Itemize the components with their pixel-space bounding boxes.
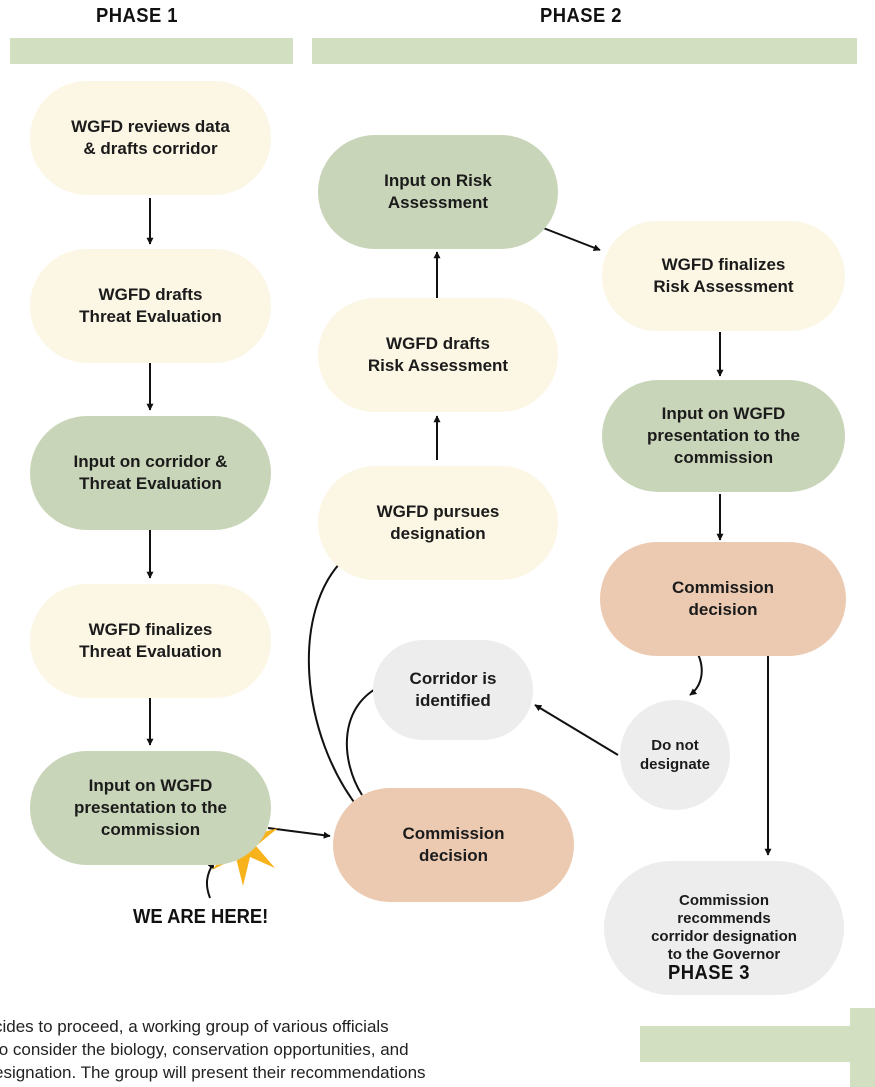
node-line: decision: [688, 600, 758, 619]
arrow-decision-to-pursues: [307, 557, 361, 811]
node-line: & drafts corridor: [83, 139, 218, 158]
node-wgfd-pursues-designation: WGFD pursues designation: [318, 466, 558, 580]
phase-3-title: PHASE 3: [668, 962, 750, 984]
paragraph-line: cides to proceed, a working group of var…: [0, 1017, 389, 1036]
node-line: WGFD finalizes: [661, 254, 786, 274]
node-line: WGFD drafts: [386, 333, 490, 353]
phase-2-bar: [312, 38, 857, 64]
node-line: Commission: [678, 892, 769, 909]
node-line: Input on Risk: [384, 170, 492, 190]
node-line: commission: [100, 820, 201, 840]
paragraph-line: esignation. The group will present their…: [0, 1063, 426, 1082]
node-line: Input on WGFD: [88, 775, 213, 795]
node-line: presentation to the: [73, 797, 227, 817]
arrow-do-not-designate-to-identified: [534, 704, 619, 756]
node-line: WGFD pursues: [376, 501, 500, 521]
node-line: presentation to the: [646, 425, 800, 445]
node-line: to the Governor: [667, 946, 781, 963]
node-line: decision: [419, 846, 488, 865]
paragraph-line: to consider the biology, conservation op…: [0, 1040, 409, 1059]
node-line: Do not: [651, 736, 699, 754]
node-commission-decision-phase2: Commission decision: [600, 542, 846, 656]
node-line: identified: [415, 691, 491, 710]
node-input-on-wgfd-presentation: Input on WGFD presentation to the commis…: [30, 751, 271, 865]
node-input-on-risk-assessment: Input on Risk Assessment: [318, 135, 558, 249]
node-line: WGFD reviews data: [71, 116, 230, 136]
node-line: Assessment: [387, 193, 489, 212]
node-input-on-wgfd-presentation-phase2: Input on WGFD presentation to the commis…: [602, 380, 845, 492]
description-paragraph: cides to proceed, a working group of var…: [0, 1015, 554, 1084]
node-line: Risk Assessment: [653, 277, 794, 296]
node-line: Risk Assessment: [367, 356, 509, 375]
phase-1-bar: [10, 38, 293, 64]
node-commission-recommends: Commission recommends corridor designati…: [604, 861, 844, 995]
arrow-decision-to-identified: [345, 684, 384, 796]
node-line: corridor designation: [651, 928, 797, 945]
node-commission-decision-phase1: Commission decision: [333, 788, 574, 902]
node-wgfd-finalizes-risk-assessment: WGFD finalizes Risk Assessment: [602, 221, 845, 331]
node-line: WGFD drafts: [98, 284, 203, 304]
node-line: designate: [639, 756, 711, 773]
node-wgfd-finalizes-threat-evaluation: WGFD finalizes Threat Evaluation: [30, 584, 271, 698]
node-line: Commission: [671, 577, 775, 597]
node-line: Corridor is: [409, 668, 497, 688]
node-line: Threat Evaluation: [79, 307, 222, 326]
we-are-here-label: WE ARE HERE!: [133, 906, 269, 928]
phase-2-title: PHASE 2: [540, 5, 622, 27]
arrow-presentation-to-decision: [267, 827, 331, 839]
arrow-we-are-here: [205, 861, 215, 899]
node-line: commission: [673, 448, 774, 468]
node-line: Input on WGFD: [661, 403, 786, 423]
phase-1-title: PHASE 1: [96, 5, 178, 27]
node-corridor-identified: Corridor is identified: [373, 640, 533, 740]
node-line: Commission: [402, 823, 505, 843]
phase-3-arrow: [640, 1008, 875, 1087]
node-line: designation: [390, 524, 486, 543]
node-line: Threat Evaluation: [79, 642, 222, 661]
node-line: Threat Evaluation: [79, 474, 222, 493]
node-line: recommends: [677, 910, 771, 927]
node-line: Input on corridor &: [73, 451, 228, 471]
node-input-on-corridor: Input on corridor & Threat Evaluation: [30, 416, 271, 530]
node-wgfd-reviews-data: WGFD reviews data & drafts corridor: [30, 81, 271, 195]
node-do-not-designate: Do not designate: [620, 700, 730, 810]
arrow-decision-to-do-not-designate: [689, 651, 703, 696]
node-line: WGFD finalizes: [88, 619, 213, 639]
node-wgfd-drafts-threat-evaluation: WGFD drafts Threat Evaluation: [30, 249, 271, 363]
node-wgfd-drafts-risk-assessment: WGFD drafts Risk Assessment: [318, 298, 558, 412]
